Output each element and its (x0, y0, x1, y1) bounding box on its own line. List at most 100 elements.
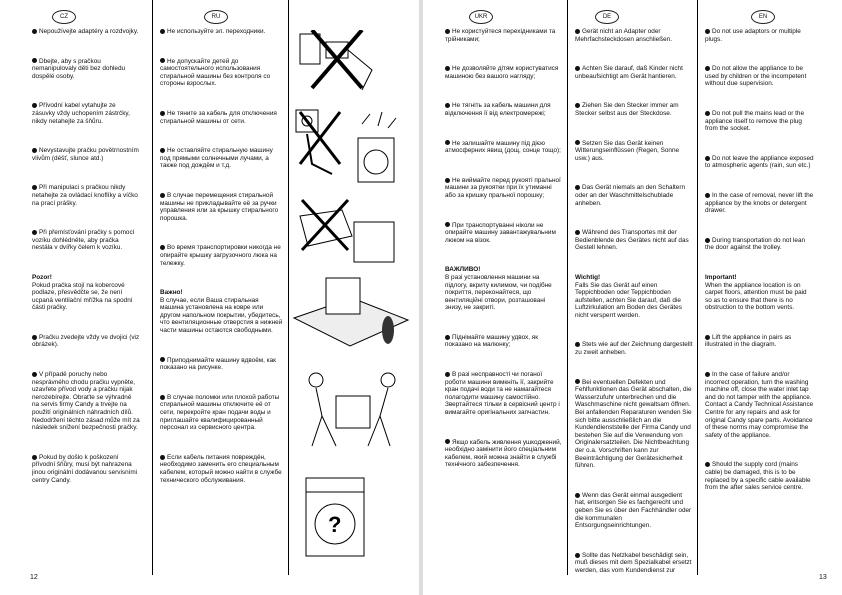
instruction-item: Dbejte, aby s pračkou nemanipulovaly dět… (32, 58, 140, 81)
notice-title: Важно! (160, 289, 183, 297)
no-adaptor-illustration (292, 30, 410, 100)
instruction-text: Gerät nicht an Adapter oder Mehrfachstec… (575, 28, 672, 43)
plug-pull-icon (295, 109, 397, 183)
instruction-item: Nevystavujte pračku povětrnostním vlivům… (32, 147, 140, 162)
instruction-text: Dbejte, aby s pračkou nemanipulovaly dět… (32, 57, 126, 80)
notice-block: Important!When the appliance location is… (705, 274, 815, 312)
column-ukr: Не користуйтеся перехідниками та трійник… (445, 28, 563, 573)
bullet-icon (445, 371, 450, 377)
instruction-item: Setzen Sie das Gerät keinen Witterungsei… (575, 140, 693, 163)
page-number: 13 (819, 574, 827, 581)
instruction-text: Nepoužívejte adaptéry a rozdvojky. (39, 28, 139, 35)
notice-title: ВАЖЛИВО! (445, 266, 481, 274)
instruction-item: Не залишайте машину під дією атмосферних… (445, 140, 563, 155)
bullet-icon (705, 28, 710, 34)
service-machine-illustration: ? (292, 472, 410, 562)
notice-text: В разі установлення машини на підлогу, в… (445, 273, 552, 312)
column-divider (152, 0, 153, 575)
instruction-item: Sollte das Netzkabel beschädigt sein, mu… (575, 552, 693, 573)
bullet-icon (575, 379, 580, 385)
instruction-item: V případě poruchy nebo nesprávného chodu… (32, 371, 140, 432)
bullet-icon (32, 28, 37, 34)
instruction-item: Не дозволяйте дітям користуватися машино… (445, 65, 563, 80)
instruction-text: Do not allow the appliance to be used by… (705, 65, 807, 88)
instruction-item: Do not use adaptors or multiple plugs. (705, 28, 815, 43)
instruction-item: During transportation do not lean the do… (705, 237, 815, 252)
column-cz: Nepoužívejte adaptéry a rozdvojky. Dbejte… (32, 28, 140, 573)
notice-block: Важно!В случае, если Ваша стиральная маш… (160, 289, 284, 335)
page-number: 12 (30, 574, 38, 581)
bullet-icon (160, 454, 165, 460)
right-page: UKR Не користуйтеся перехідниками та трі… (421, 0, 842, 595)
instruction-item: In the case of removal, never lift the a… (705, 192, 815, 215)
instruction-text: В случае перемещения стиральной машины н… (160, 191, 279, 222)
washing-machine-question-icon: ? (305, 477, 365, 557)
instruction-item: Do not allow the appliance to be used by… (705, 65, 815, 88)
instruction-item: Если кабель питания повреждён, необходим… (160, 454, 284, 484)
bullet-icon (445, 28, 450, 34)
instruction-text: Při přemísťování pračky s pomocí vozíku … (32, 229, 135, 252)
bullet-icon (160, 147, 165, 153)
instruction-item: Не допускайте детей до самостоятельного … (160, 58, 284, 88)
instruction-item: Не тяните за кабель для отключения стира… (160, 110, 284, 125)
instruction-item: Wenn das Gerät einmal ausgedient hat, en… (575, 492, 693, 530)
instruction-item: Das Gerät niemals an den Schaltern oder … (575, 184, 693, 207)
instruction-text: During transportation do not lean the do… (705, 236, 806, 252)
instruction-text: Ziehen Sie den Stecker immer am Stecker … (575, 102, 679, 117)
instruction-item: Should the supply cord (mains cable) be … (705, 461, 815, 491)
bullet-icon (705, 237, 710, 243)
instruction-text: Не виймайте перед рукояті пральної машин… (445, 176, 561, 199)
instruction-text: Не тяните за кабель для отключения стира… (160, 109, 277, 125)
instruction-item: Не оставляйте стиральную машину под прям… (160, 147, 284, 170)
column-divider (697, 0, 698, 575)
notice-text: Falls Sie das Gerät auf einen Teppichbod… (575, 281, 682, 319)
instruction-list: Не используйте эл. переходники. Не допуск… (160, 28, 284, 484)
instruction-item: Lift the appliance in pairs as illustrat… (705, 334, 815, 349)
bullet-icon (445, 140, 450, 146)
bullet-icon (575, 185, 580, 191)
lifting-knob-crossed-illustration (292, 196, 410, 266)
instruction-text: Bei eventuellen Defekten und Fehlfunktio… (575, 378, 692, 470)
bullet-icon (445, 103, 450, 109)
lifting-crossed-icon (299, 198, 395, 263)
instruction-item: Ziehen Sie den Stecker immer am Stecker … (575, 102, 693, 117)
instruction-item: В случае поломки или плохой работы стира… (160, 394, 284, 432)
notice-block: ВАЖЛИВО!В разі установлення машини на пі… (445, 266, 563, 312)
language-badge-ru: RU (204, 10, 228, 24)
bullet-icon (575, 66, 580, 71)
instruction-item: Bei eventuellen Defekten und Fehlfunktio… (575, 379, 693, 470)
bullet-icon (32, 185, 37, 191)
instruction-item: Při manipulaci s pračkou nikdy netahejte… (32, 184, 140, 207)
column-divider (288, 0, 289, 575)
instruction-text: Achten Sie darauf, daß Kinder nicht unbe… (575, 65, 683, 80)
instruction-text: В разі несправності чи поганої роботи ма… (445, 371, 560, 417)
instruction-item: Во время транспортировки никогда не опир… (160, 244, 284, 267)
instruction-text: Во время транспортировки никогда не опир… (160, 244, 281, 267)
bullet-icon (575, 492, 580, 498)
notice-title: Wichtig! (575, 273, 601, 281)
bullet-icon (160, 192, 165, 198)
instruction-item: Піднімайте машину удвох, як показано на … (445, 334, 563, 349)
instruction-text: Не используйте эл. переходники. (167, 28, 266, 35)
bullet-icon (32, 58, 37, 64)
bullet-icon (575, 103, 580, 109)
instruction-item: Pračku zvedejte vždy ve dvojici (viz obr… (32, 334, 140, 349)
instruction-item: В разі несправності чи поганої роботи ма… (445, 371, 563, 417)
instruction-text: Не залишайте машину під дією атмосферних… (445, 139, 561, 155)
svg-text:?: ? (328, 512, 341, 537)
bullet-icon (705, 462, 710, 468)
instruction-text: Не користуйтеся перехідниками та трійник… (445, 28, 556, 43)
language-badge-cz: CZ (52, 10, 76, 24)
instruction-item: Не тягніть за кабель машини для відключе… (445, 102, 563, 117)
language-badge-ukr: UKR (469, 10, 493, 24)
bullet-icon (705, 110, 710, 116)
instruction-item: Während des Transportes mit der Bedienbl… (575, 229, 693, 252)
instruction-text: Lift the appliance in pairs as illustrat… (705, 333, 792, 349)
bullet-icon (705, 371, 710, 377)
instruction-text: Не дозволяйте дітям користуватися машино… (445, 65, 559, 80)
bullet-icon (575, 140, 580, 146)
bullet-icon (445, 66, 450, 71)
notice-block: Wichtig!Falls Sie das Gerät auf einen Te… (575, 274, 693, 320)
instruction-item: Při přemísťování pračky s pomocí vozíku … (32, 229, 140, 252)
bullet-icon (160, 58, 165, 64)
